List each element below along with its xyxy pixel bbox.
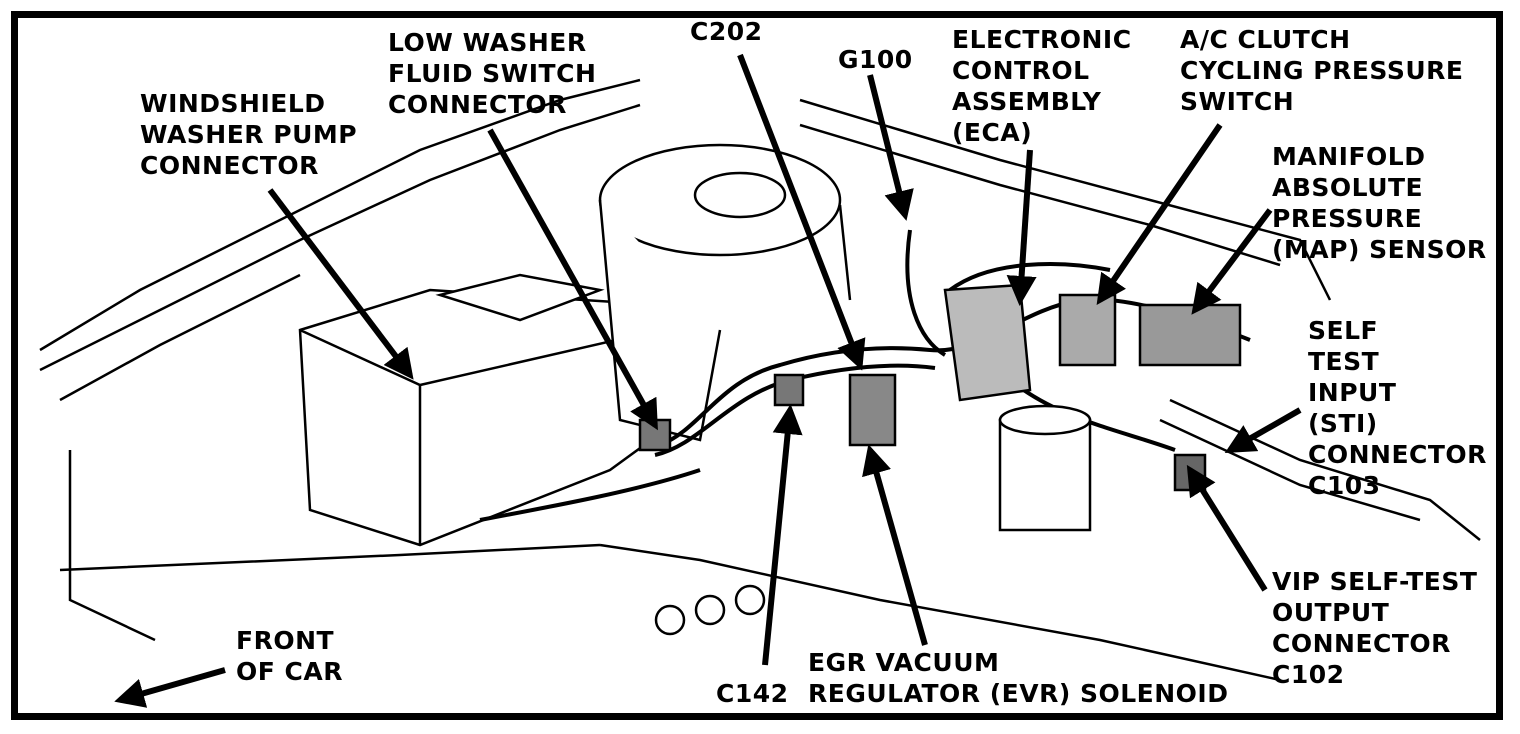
body-outline xyxy=(39,78,1481,682)
leader-arrows xyxy=(114,53,1302,708)
arrow-washer-pump xyxy=(267,188,414,380)
label-c142: C142 xyxy=(716,679,789,708)
label-g100: G100 xyxy=(838,45,913,74)
arrow-g100 xyxy=(867,74,914,221)
label-front-of-car: FRONT OF CAR xyxy=(236,626,343,686)
label-c202: C202 xyxy=(690,17,763,46)
label-evr-solenoid: EGR VACUUM REGULATOR (EVR) SOLENOID xyxy=(808,648,1229,708)
arrow-vip xyxy=(1186,464,1268,592)
arrow-front xyxy=(114,667,226,708)
label-low-washer-fluid-switch: LOW WASHER FLUID SWITCH CONNECTOR xyxy=(388,28,597,119)
arrow-evr xyxy=(862,444,928,646)
arrow-sti xyxy=(1224,407,1302,453)
arrow-map xyxy=(1191,208,1273,315)
components xyxy=(638,283,1242,636)
label-map-sensor: MANIFOLD ABSOLUTE PRESSURE (MAP) SENSOR xyxy=(1272,142,1487,264)
label-eca: ELECTRONIC CONTROL ASSEMBLY (ECA) xyxy=(952,25,1132,147)
label-windshield-washer-pump: WINDSHIELD WASHER PUMP CONNECTOR xyxy=(140,89,358,180)
arrow-eca xyxy=(1006,149,1037,306)
air-cleaner xyxy=(598,143,852,442)
arrow-c202 xyxy=(737,53,866,371)
label-ac-clutch-switch: A/C CLUTCH CYCLING PRESSURE SWITCH xyxy=(1180,25,1464,116)
arrow-c142 xyxy=(762,404,803,666)
arrow-ac-clutch xyxy=(1096,123,1223,305)
arrow-low-washer xyxy=(487,128,658,431)
label-vip-connector: VIP SELF-TEST OUTPUT CONNECTOR C102 xyxy=(1272,567,1478,689)
label-sti-connector: SELF TEST INPUT (STI) CONNECTOR C103 xyxy=(1308,316,1487,500)
